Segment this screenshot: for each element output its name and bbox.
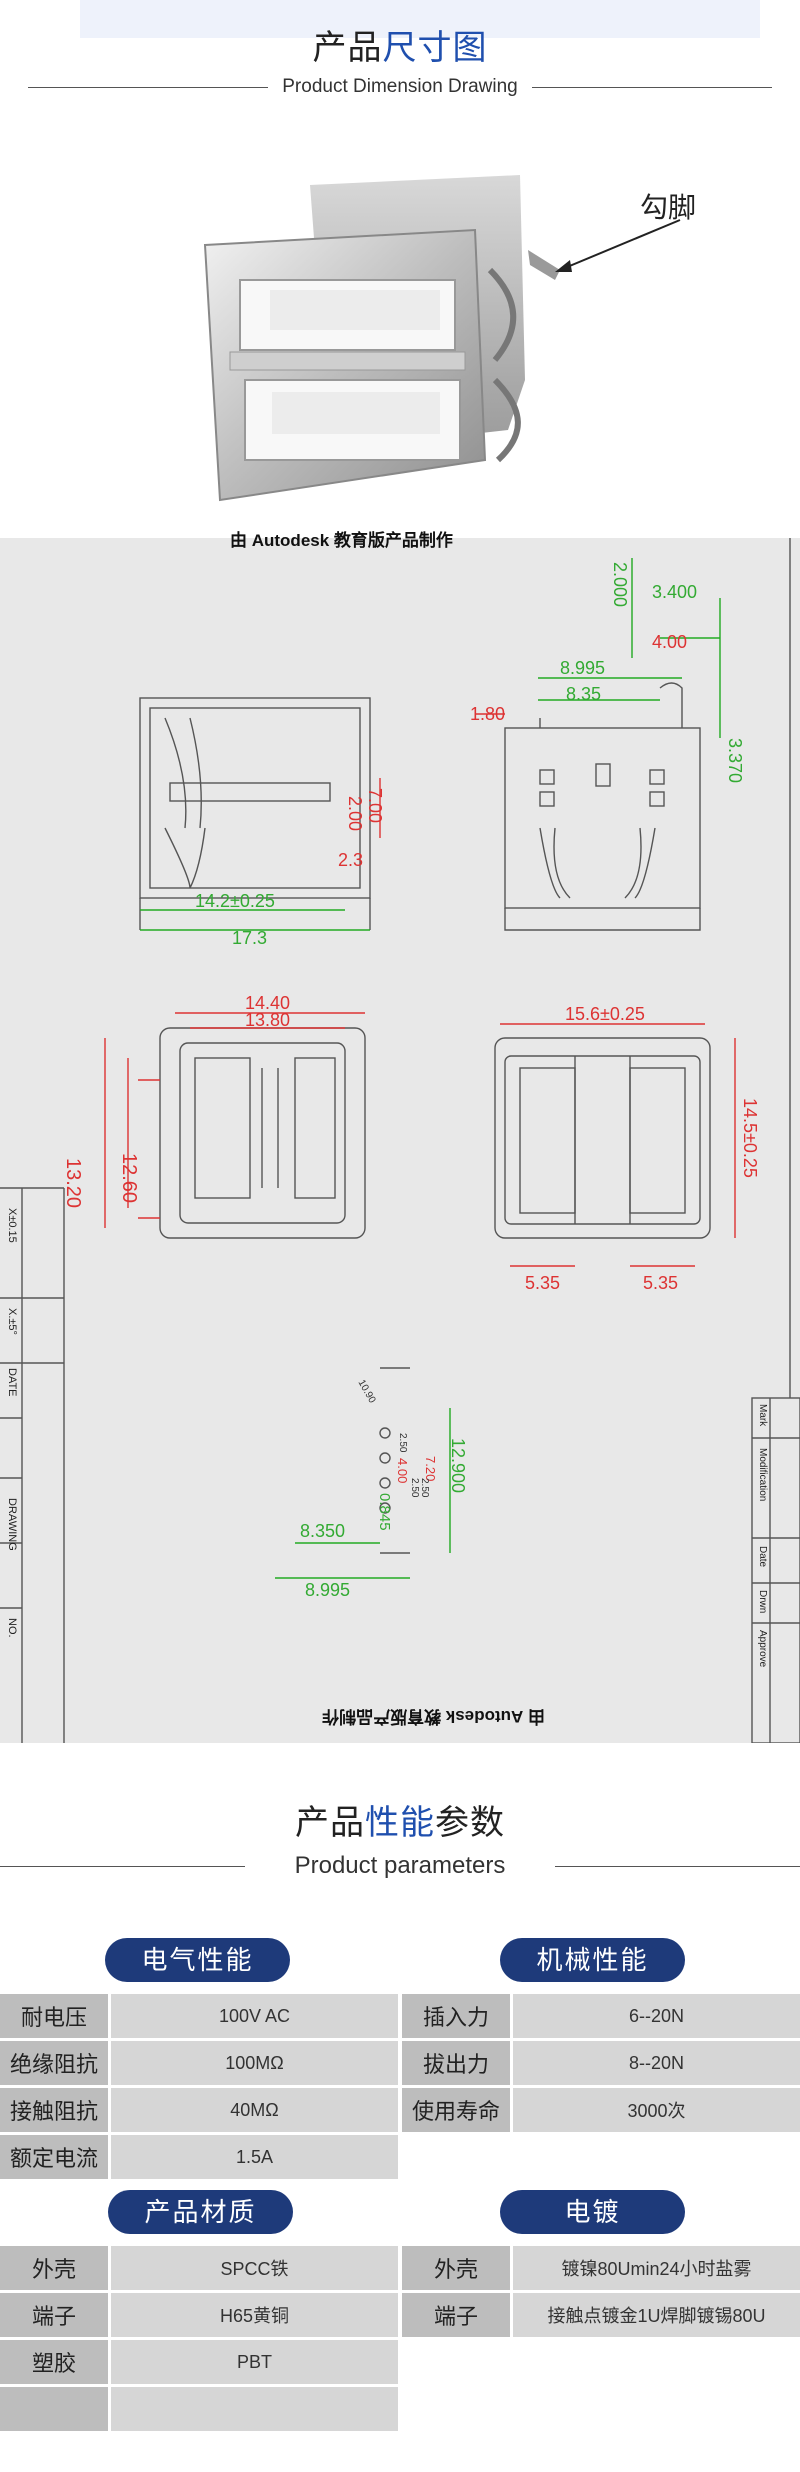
dim-end-3-400: 3.400	[652, 582, 698, 602]
params-title-accent: 性能	[365, 1804, 435, 1842]
dim-front-5-35-right: 5.35	[643, 1273, 679, 1293]
dim-end-8-995: 8.995	[560, 658, 606, 678]
dim-front-5-35-left: 5.35	[525, 1273, 561, 1293]
dim-pin-8-350: 8.350	[300, 1521, 346, 1541]
params-title-plain1: 产品	[295, 1804, 365, 1842]
dimension-subtitle: Product Dimension Drawing	[282, 76, 518, 97]
watermark-bottom: 由 Autodesk 教育版产品制作	[322, 1707, 545, 1726]
table-row: 外壳镀镍80Umin24小时盐雾	[402, 2246, 800, 2290]
dim-pin-2-50-c: 2.50	[419, 1478, 430, 1498]
dim-front-14-5: 14.5±0.25	[740, 1098, 760, 1178]
dim-pin-0-845: 0.845	[376, 1493, 393, 1531]
plating-table: 外壳镀镍80Umin24小时盐雾 端子接触点镀金1U焊脚镀锡80U	[402, 2243, 800, 2340]
params-title-plain2: 参数	[435, 1804, 505, 1842]
dim-front-15-6: 15.6±0.25	[565, 1004, 645, 1024]
params-title: 产品性能参数	[0, 1795, 800, 1844]
plating-heading: 电镀	[500, 2190, 685, 2234]
title-block-left-date: DATE	[6, 1368, 18, 1397]
divider-right	[532, 87, 772, 88]
title-block-right-approve: Approve	[757, 1630, 768, 1668]
table-row: 端子接触点镀金1U焊脚镀锡80U	[402, 2293, 800, 2337]
dimension-title: 产品尺寸图	[0, 20, 800, 69]
watermark-top: 由 Autodesk 教育版产品制作	[230, 531, 453, 550]
product-photo	[100, 130, 700, 530]
dim-pin-12-900: 12.900	[448, 1438, 468, 1494]
params-subtitle-row: Product parameters	[0, 1851, 800, 1881]
dim-pin-2-50-a: 2.50	[397, 1433, 408, 1453]
dim-end-4-00: 4.00	[652, 632, 688, 652]
dimension-title-plain: 产品	[312, 29, 383, 67]
dim-side-2-00: 2.00	[345, 796, 365, 832]
dim-top-13-20: 13.20	[62, 1158, 84, 1209]
table-row	[0, 2387, 398, 2431]
dim-end-3-370: 3.370	[725, 738, 745, 784]
divider-left	[28, 87, 268, 88]
title-block-left-drawing: DRAWING	[6, 1498, 18, 1551]
mechanical-heading: 机械性能	[500, 1938, 685, 1982]
dimension-title-accent: 尺寸图	[382, 29, 488, 67]
technical-drawing: 由 Autodesk 教育版产品制作	[0, 531, 800, 1743]
dim-side-2-3: 2.3	[338, 850, 364, 870]
top-band	[80, 0, 760, 38]
dim-top-12-60: 12.60	[118, 1153, 140, 1204]
title-block-right-date: Date	[757, 1546, 768, 1568]
dimension-subtitle-row: Product Dimension Drawing	[0, 72, 800, 102]
dim-top-13-80: 13.80	[245, 1010, 291, 1030]
params-subtitle: Product parameters	[294, 1852, 506, 1879]
title-block-right-mark: Mark	[757, 1404, 768, 1427]
params-divider-right	[555, 1866, 800, 1867]
dim-side-7-00: 7.00	[365, 788, 385, 824]
dim-top-14-40: 14.40	[245, 993, 291, 1013]
dim-end-2-000: 2.000	[610, 562, 630, 608]
dim-end-8-35: 8.35	[566, 684, 602, 704]
title-block-left-tol2: X.±5°	[6, 1308, 18, 1335]
params-divider-left	[0, 1866, 245, 1867]
hook-label: 勾脚	[640, 192, 697, 223]
dim-pin-8-995: 8.995	[305, 1580, 351, 1600]
title-block-right-modification: Modification	[757, 1448, 768, 1502]
title-block-left-tol1: X±0.15	[6, 1208, 18, 1243]
electrical-heading: 电气性能	[105, 1938, 290, 1982]
dim-side-14-2: 14.2±0.25	[195, 891, 275, 911]
title-block-right-drwn: Drwn	[757, 1590, 768, 1614]
drawing-lines	[0, 538, 800, 1743]
material-heading: 产品材质	[108, 2190, 293, 2234]
dim-side-17-3: 17.3	[232, 928, 268, 948]
dim-end-1-80: 1.80	[470, 704, 506, 724]
title-block-left-no: NO.	[6, 1618, 18, 1638]
dim-pin-4-00: 4.00	[395, 1458, 410, 1484]
